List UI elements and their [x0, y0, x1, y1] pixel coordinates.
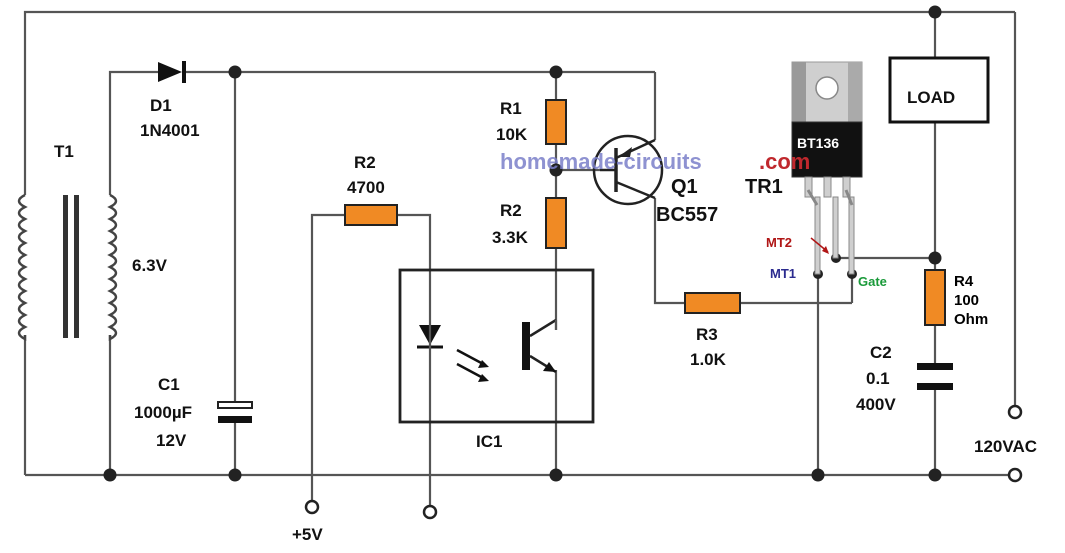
- mains-terminal-bottom: [1007, 467, 1023, 483]
- terminals: [304, 404, 1023, 520]
- r4-ref-label: R4: [954, 273, 974, 290]
- c1-value-label: 1000µF: [134, 403, 192, 422]
- resistor-r2: [545, 197, 567, 249]
- mt2-pin-label: MT2: [766, 235, 792, 250]
- t1-value-label: 6.3V: [132, 256, 168, 275]
- ic1-ref-label: IC1: [476, 432, 502, 451]
- r4-unit-label: Ohm: [954, 311, 988, 328]
- r2-ref-label: R2: [500, 201, 522, 220]
- q1-value-label: BC557: [656, 204, 718, 226]
- c2-voltage-label: 400V: [856, 395, 896, 414]
- r1-value-label: 10K: [496, 125, 528, 144]
- optocoupler-ic1: [398, 268, 595, 424]
- capacitor-c1: [217, 401, 253, 423]
- r2-input-value-label: 4700: [347, 178, 385, 197]
- r1-ref-label: R1: [500, 99, 522, 118]
- diode-d1: [158, 61, 186, 83]
- watermark-main-text: homemade-circuits: [500, 149, 702, 174]
- r2-input-ref-label: R2: [354, 153, 376, 172]
- gate-pin-label: Gate: [858, 274, 887, 289]
- mains-terminal-top: [1007, 404, 1023, 420]
- resistor-r4: [924, 269, 946, 326]
- triac-tr1: [791, 61, 863, 275]
- c2-value-label: 0.1: [866, 369, 890, 388]
- c1-ref-label: C1: [158, 375, 180, 394]
- tr1-ref-label: TR1: [745, 176, 783, 198]
- watermark-suffix-text: .com: [759, 149, 810, 174]
- mt1-pin-label: MT1: [770, 266, 796, 281]
- resistor-r2-input: [344, 204, 398, 226]
- r3-ref-label: R3: [696, 325, 718, 344]
- watermark: homemade-circuits .com: [500, 149, 810, 174]
- r4-value-label: 100: [954, 292, 979, 309]
- d1-ref-label: D1: [150, 96, 172, 115]
- tr1-part-label: BT136: [797, 135, 839, 151]
- load-box: [888, 56, 990, 124]
- supply-label: +5V: [292, 525, 323, 544]
- mains-label: 120VAC: [974, 437, 1037, 456]
- t1-ref-label: T1: [54, 142, 74, 161]
- c2-ref-label: C2: [870, 343, 892, 362]
- load-label: LOAD: [907, 88, 955, 107]
- resistor-r1: [545, 99, 567, 145]
- q1-ref-label: Q1: [671, 176, 698, 198]
- resistor-r3: [684, 292, 741, 314]
- capacitor-c2: [917, 363, 953, 390]
- plus-5v-terminal: [304, 499, 320, 515]
- transformer-t1: [17, 193, 118, 342]
- r3-value-label: 1.0K: [690, 350, 727, 369]
- labels: T1 6.3V D1 1N4001 C1 1000µF 12V R2 4700 …: [54, 88, 1037, 544]
- transistor-q1: [592, 134, 664, 206]
- input-ground-terminal: [422, 504, 438, 520]
- c1-voltage-label: 12V: [156, 431, 187, 450]
- r2-value-label: 3.3K: [492, 228, 529, 247]
- d1-value-label: 1N4001: [140, 121, 200, 140]
- resistors: [344, 99, 946, 326]
